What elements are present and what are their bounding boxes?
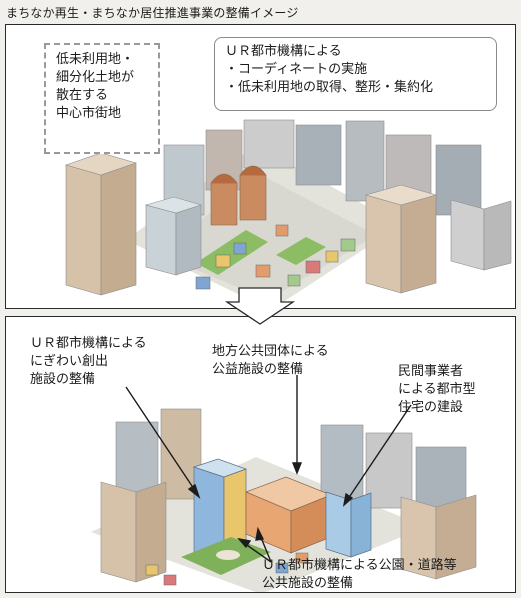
callout-ur-line: ・コーディネートの実施: [225, 62, 368, 77]
callout-underused-line: 散在する: [56, 88, 109, 103]
before-panel: 低未利用地・ 細分化土地が 散在する 中心市街地 ＵＲ都市機構による ・コーディ…: [5, 24, 516, 309]
callout-underused-line: 細分化土地が: [56, 70, 135, 85]
label-ur-lively-facility-line: ＵＲ都市機構による: [30, 336, 147, 351]
callout-underused-line: 低未利用地・: [56, 52, 135, 67]
label-ur-park-road-line: ＵＲ都市機構による公園・道路等: [262, 558, 457, 573]
label-private-housing-line: による都市型: [398, 382, 476, 397]
transition-arrow-icon: [225, 287, 295, 325]
callout-underused-line: 中心市街地: [56, 106, 122, 121]
callout-ur-line: ・低未利用地の取得、整形・集約化: [225, 80, 434, 95]
label-ur-park-road-line: 公共施設の整備: [262, 576, 354, 591]
label-ur-lively-facility-line: にぎわい創出: [30, 354, 109, 369]
page-title: まちなか再生・まちなか居住推進事業の整備イメージ: [6, 6, 299, 20]
label-ur-lively-facility-line: 施設の整備: [30, 372, 96, 387]
callout-ur-coordination: ＵＲ都市機構による ・コーディネートの実施 ・低未利用地の取得、整形・集約化: [214, 37, 497, 111]
label-public-facility-line: 地方公共団体による: [212, 344, 329, 359]
after-city-illustration: [91, 375, 477, 592]
before-city-illustration: [64, 119, 512, 308]
after-panel: ＵＲ都市機構による にぎわい創出 施設の整備 地方公共団体による 公益施設の整備…: [5, 316, 516, 593]
label-private-housing-line: 住宅の建設: [398, 400, 464, 415]
callout-underused-land: 低未利用地・ 細分化土地が 散在する 中心市街地: [44, 43, 160, 154]
label-public-facility-line: 公益施設の整備: [212, 362, 304, 377]
callout-ur-line: ＵＲ都市機構による: [225, 44, 342, 59]
label-private-housing-line: 民間事業者: [398, 364, 464, 379]
